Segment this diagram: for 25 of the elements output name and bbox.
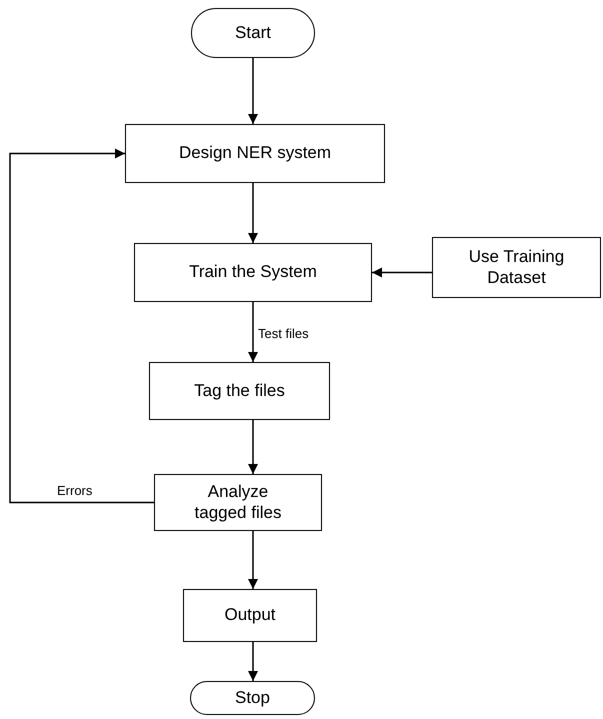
- arrow: [248, 420, 258, 474]
- process-box: [432, 237, 601, 298]
- arrow: [248, 302, 258, 362]
- node-label: Tag the files: [194, 380, 285, 402]
- arrow: [248, 642, 258, 681]
- terminal-node: [191, 8, 315, 58]
- edge-label: Test files: [256, 326, 311, 341]
- node-label: Use Training Dataset: [468, 247, 566, 288]
- node-label: Train the System: [189, 262, 317, 283]
- process-box: [134, 243, 372, 302]
- process-box: [125, 124, 385, 183]
- arrow: [9, 148, 154, 504]
- node-label: Design NER system: [178, 143, 332, 164]
- process-box: [183, 589, 317, 642]
- arrow: [248, 183, 258, 243]
- terminal-node: [190, 681, 315, 715]
- node-label: Start: [235, 22, 271, 44]
- arrow: [372, 268, 432, 278]
- process-box: [149, 362, 330, 420]
- node-label: Stop: [235, 688, 270, 708]
- process-box: [154, 474, 322, 531]
- node-label: Output: [224, 605, 276, 626]
- node-label: Analyze tagged files: [194, 482, 282, 523]
- arrow: [248, 531, 258, 589]
- arrow: [248, 58, 258, 124]
